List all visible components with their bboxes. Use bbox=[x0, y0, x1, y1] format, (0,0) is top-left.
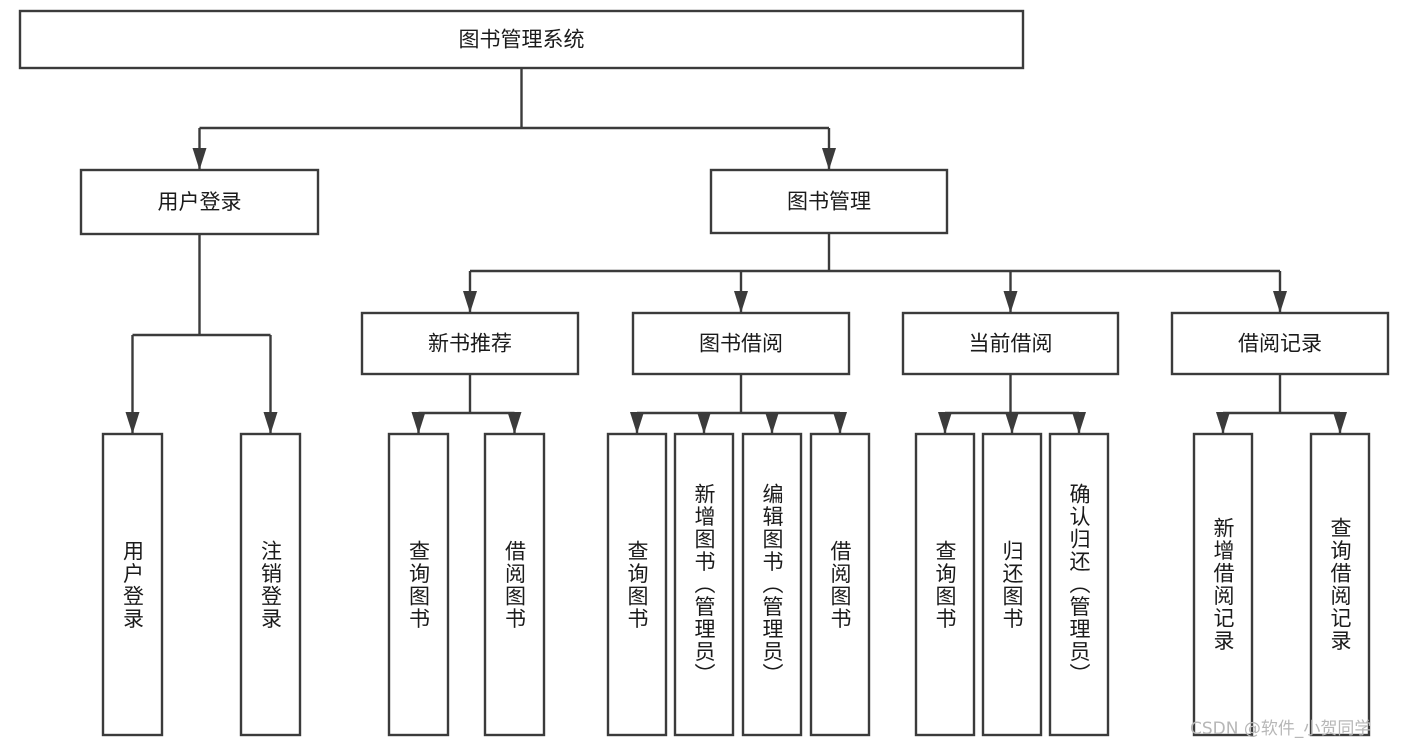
book-manage-arrow-2 bbox=[1003, 291, 1018, 313]
edges-layer bbox=[125, 68, 1347, 434]
new-book-rec-arrow-0 bbox=[411, 412, 426, 434]
node-box-leaf-query-record[interactable] bbox=[1309, 432, 1371, 737]
book-borrow-arrow-0 bbox=[630, 412, 644, 434]
node-box-leaf-add-book[interactable] bbox=[673, 432, 735, 737]
node-box-leaf-query-book-2[interactable] bbox=[606, 432, 668, 737]
node-box-book-manage[interactable] bbox=[709, 168, 949, 235]
node-box-leaf-return-book[interactable] bbox=[981, 432, 1043, 737]
node-box-current-borrow[interactable] bbox=[901, 311, 1120, 376]
node-box-leaf-user-logout[interactable] bbox=[239, 432, 302, 737]
node-box-leaf-user-login[interactable] bbox=[101, 432, 164, 737]
root-arrow-0 bbox=[192, 148, 207, 170]
boxes-layer bbox=[18, 9, 1390, 737]
node-box-leaf-borrow-book-1[interactable] bbox=[483, 432, 546, 737]
watermark-text: CSDN @软件_小贺同学 bbox=[1190, 719, 1372, 739]
node-label-current-borrow: 当前借阅 bbox=[969, 332, 1053, 356]
user-login-arrow-0 bbox=[125, 412, 140, 434]
node-label-book-borrow: 图书借阅 bbox=[699, 332, 783, 356]
current-borrow-arrow-0 bbox=[938, 412, 952, 434]
root-arrow-1 bbox=[822, 148, 836, 170]
node-box-leaf-confirm-return[interactable] bbox=[1048, 432, 1110, 737]
node-box-leaf-query-book-3[interactable] bbox=[914, 432, 976, 737]
node-box-leaf-query-book-1[interactable] bbox=[387, 432, 450, 737]
book-manage-arrow-3 bbox=[1273, 291, 1287, 313]
node-box-leaf-borrow-book-2[interactable] bbox=[809, 432, 871, 737]
node-box-book-borrow[interactable] bbox=[631, 311, 851, 376]
node-box-user-login[interactable] bbox=[79, 168, 320, 236]
book-borrow-arrow-3 bbox=[833, 412, 847, 434]
book-manage-arrow-1 bbox=[734, 291, 748, 313]
node-label-book-manage: 图书管理 bbox=[787, 190, 871, 214]
node-label-user-login: 用户登录 bbox=[158, 190, 242, 214]
book-manage-arrow-0 bbox=[463, 291, 477, 313]
node-label-new-book-rec: 新书推荐 bbox=[428, 332, 512, 356]
node-label-root: 图书管理系统 bbox=[459, 28, 585, 52]
node-box-borrow-record[interactable] bbox=[1170, 311, 1390, 376]
user-login-arrow-1 bbox=[263, 412, 278, 434]
book-borrow-arrow-1 bbox=[697, 412, 711, 434]
current-borrow-arrow-2 bbox=[1072, 412, 1086, 434]
node-box-leaf-add-record[interactable] bbox=[1192, 432, 1254, 737]
borrow-record-arrow-1 bbox=[1333, 412, 1347, 434]
node-box-leaf-edit-book[interactable] bbox=[741, 432, 803, 737]
node-box-root[interactable] bbox=[18, 9, 1025, 70]
borrow-record-arrow-0 bbox=[1216, 412, 1230, 434]
book-borrow-arrow-2 bbox=[765, 412, 779, 434]
new-book-rec-arrow-1 bbox=[507, 412, 522, 434]
node-box-new-book-rec[interactable] bbox=[360, 311, 580, 376]
current-borrow-arrow-1 bbox=[1005, 412, 1019, 434]
node-label-borrow-record: 借阅记录 bbox=[1238, 332, 1322, 356]
